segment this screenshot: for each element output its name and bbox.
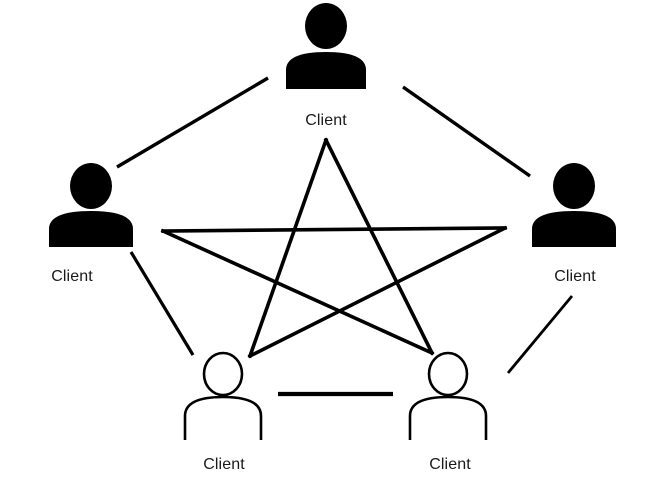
star-segment-4 bbox=[247, 225, 508, 359]
person-head-icon bbox=[553, 163, 595, 209]
node-label-client-top: Client bbox=[305, 112, 347, 129]
person-head-icon bbox=[202, 351, 244, 397]
star-segment-5 bbox=[247, 137, 329, 359]
person-filled-icon bbox=[532, 163, 616, 247]
person-body-icon bbox=[408, 395, 488, 440]
person-body-icon bbox=[286, 52, 366, 89]
node-label-client-bottom-left: Client bbox=[203, 456, 245, 473]
person-body-icon bbox=[183, 395, 263, 440]
person-body-icon bbox=[49, 211, 133, 247]
person-filled-icon bbox=[286, 3, 366, 89]
pentagram-star bbox=[160, 137, 508, 359]
person-head-icon bbox=[70, 163, 112, 209]
node-label-client-left: Client bbox=[51, 268, 93, 285]
person-head-icon bbox=[305, 3, 347, 49]
edge-left-to-bottom-left bbox=[129, 251, 195, 356]
person-head-icon bbox=[427, 351, 469, 397]
person-filled-icon bbox=[49, 163, 133, 247]
node-label-client-right: Client bbox=[554, 268, 596, 285]
star-segment-3 bbox=[161, 226, 507, 233]
edge-right-to-bottom-right bbox=[506, 295, 574, 374]
connector-edges bbox=[116, 76, 574, 397]
person-body-icon bbox=[532, 211, 616, 247]
node-label-client-bottom-right: Client bbox=[429, 456, 471, 473]
person-outline-icon bbox=[183, 351, 263, 440]
edge-top-to-right bbox=[402, 85, 531, 178]
star-segment-1 bbox=[323, 137, 435, 356]
edge-top-to-left bbox=[116, 76, 269, 169]
person-outline-icon bbox=[408, 351, 488, 440]
star-segment-2 bbox=[160, 228, 435, 356]
